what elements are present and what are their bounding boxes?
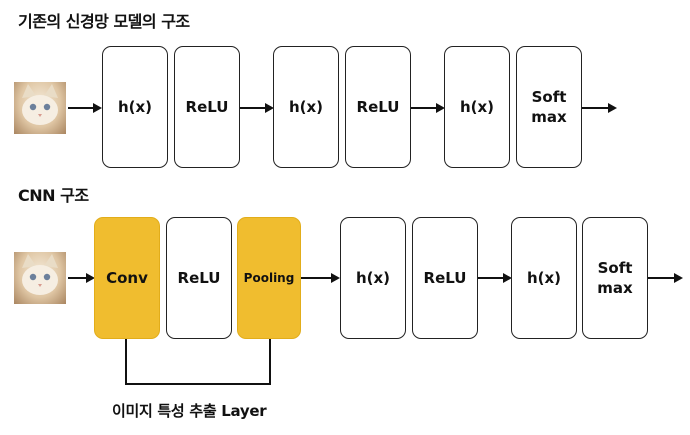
layer-box: ReLU xyxy=(166,217,232,339)
arrow xyxy=(582,103,617,113)
cat-image xyxy=(14,82,66,134)
layer-box: h(x) xyxy=(511,217,577,339)
layer-box: ReLU xyxy=(174,46,240,168)
arrow xyxy=(68,103,102,113)
cat-face-icon xyxy=(22,254,58,295)
cat-image xyxy=(14,252,66,304)
arrow xyxy=(648,273,683,283)
feature-extraction-caption: 이미지 특성 추출 Layer xyxy=(112,402,267,420)
arrow xyxy=(411,103,445,113)
title-cnn: CNN 구조 xyxy=(18,186,89,205)
arrow xyxy=(68,273,95,283)
pooling-box: Pooling xyxy=(237,217,301,339)
layer-box: h(x) xyxy=(340,217,406,339)
layer-box: ReLU xyxy=(345,46,411,168)
layer-box: h(x) xyxy=(102,46,168,168)
layer-box: ReLU xyxy=(412,217,478,339)
layer-box: h(x) xyxy=(273,46,339,168)
softmax-box: Soft max xyxy=(582,217,648,339)
arrow xyxy=(478,273,512,283)
layer-box: h(x) xyxy=(444,46,510,168)
conv-box: Conv xyxy=(94,217,160,339)
softmax-box: Soft max xyxy=(516,46,582,168)
arrow xyxy=(240,103,274,113)
arrow xyxy=(301,273,340,283)
title-traditional: 기존의 신경망 모델의 구조 xyxy=(18,12,190,31)
cat-face-icon xyxy=(22,84,58,125)
